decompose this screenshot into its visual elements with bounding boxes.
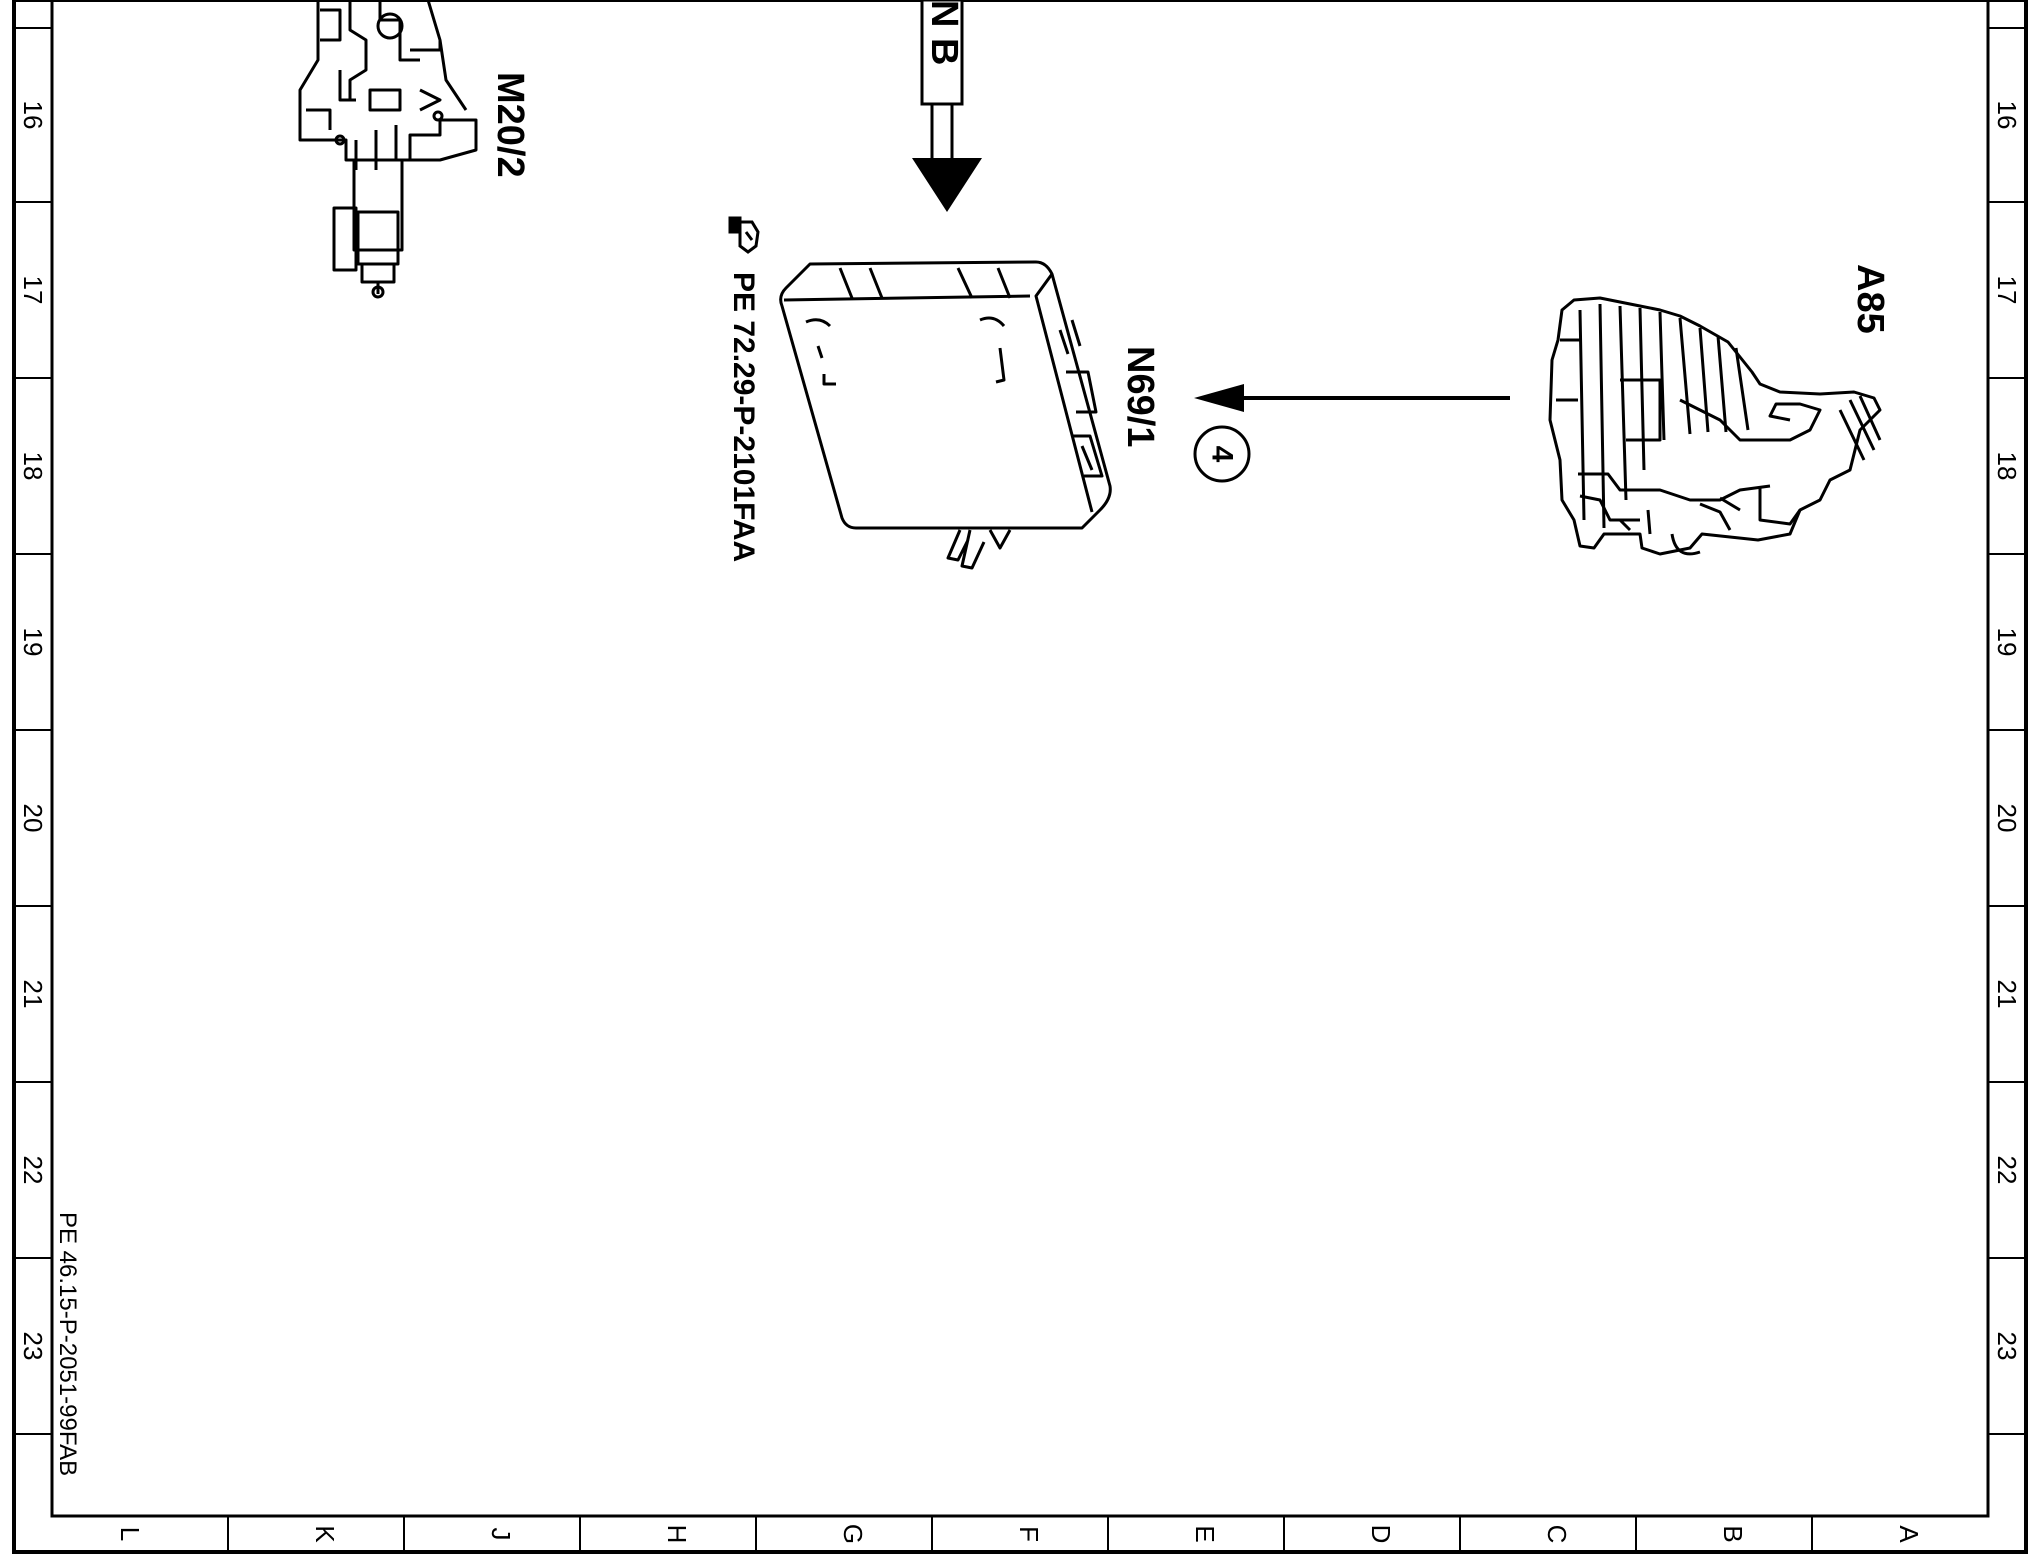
column-label: L [115, 1527, 145, 1541]
column-label: K [310, 1525, 340, 1543]
row-label-left: 20 [18, 804, 48, 833]
procedure-reference: PE 72.29-P-2101FAA [727, 272, 760, 562]
row-label-left: 18 [18, 452, 48, 481]
row-label-right: 23 [1992, 1332, 2022, 1361]
row-label-right: 20 [1992, 804, 2022, 833]
m20-2-label: M20/2 [489, 72, 531, 178]
left-arrow-icon [1194, 384, 1510, 412]
column-label: D [1366, 1525, 1396, 1544]
down-arrow-icon [912, 158, 982, 212]
m20-2-component [298, 0, 478, 299]
column-label: G [838, 1524, 868, 1544]
column-label: E [1190, 1525, 1220, 1542]
column-label: J [486, 1528, 516, 1541]
n69-1-label: N69/1 [1119, 346, 1161, 447]
bus-tag-label: N B [923, 0, 965, 65]
column-label: C [1542, 1525, 1572, 1544]
row-label-left: 17 [18, 276, 48, 305]
inner-frame [50, 0, 1990, 1518]
row-label-left: 21 [18, 980, 48, 1009]
column-label: H [662, 1525, 692, 1544]
row-label-right: 22 [1992, 1156, 2022, 1185]
row-label-right: 17 [1992, 276, 2022, 305]
column-label: B [1718, 1525, 1748, 1542]
row-label-right: 18 [1992, 452, 2022, 481]
a85-label: A85 [1849, 264, 1891, 334]
document-reference: PE 46.15-P-2051-99FAB [54, 1212, 81, 1476]
callout-number: 4 [1206, 446, 1239, 463]
row-label-left: 22 [18, 1156, 48, 1185]
column-ticks [227, 1516, 1813, 1552]
row-label-right: 19 [1992, 628, 2022, 657]
bus-connector [912, 0, 982, 212]
row-label-right: 16 [1992, 101, 2022, 130]
row-label-right: 21 [1992, 980, 2022, 1009]
pointing-hand-icon [728, 216, 760, 254]
row-label-left: 16 [18, 101, 48, 130]
row-ticks [14, 27, 2026, 1435]
row-label-left: 23 [18, 1332, 48, 1361]
column-label: F [1014, 1526, 1044, 1542]
callout-circle [1193, 425, 1251, 483]
a85-component [1548, 296, 1882, 556]
outer-frame [12, 0, 2028, 1554]
n69-1-control-unit [779, 260, 1112, 570]
column-label: A [1894, 1525, 1924, 1543]
row-label-left: 19 [18, 628, 48, 657]
